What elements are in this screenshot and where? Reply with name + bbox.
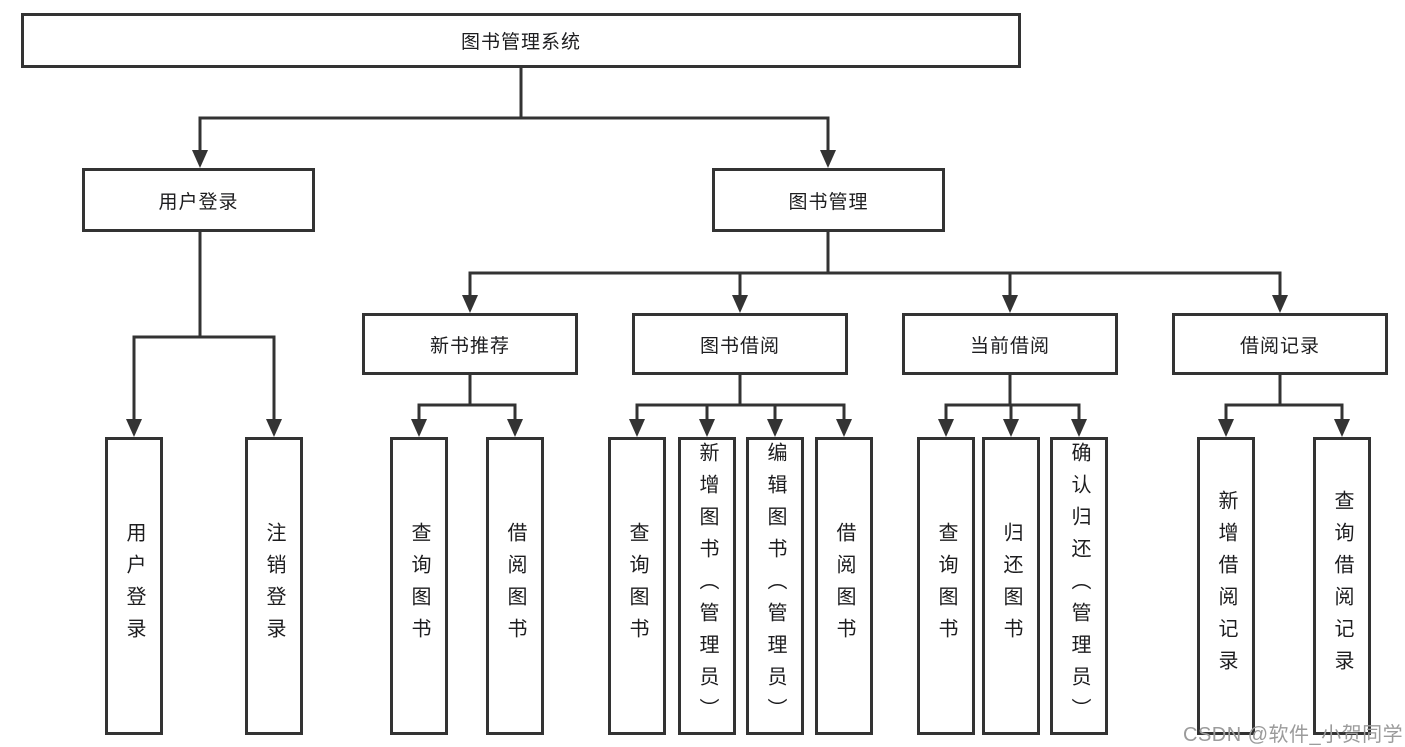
node-leaf-edit-book-admin: 编辑图书（管理员） bbox=[746, 437, 804, 735]
node-label: 借阅图书 bbox=[504, 522, 526, 650]
node-label: 新书推荐 bbox=[429, 335, 510, 357]
node-label: 查询图书 bbox=[626, 522, 648, 650]
node-new-book-recommend: 新书推荐 bbox=[362, 313, 578, 375]
node-book-management: 图书管理 bbox=[712, 168, 945, 232]
connector-new-book-to-leaves bbox=[411, 375, 523, 437]
node-leaf-query-book-3: 查询图书 bbox=[917, 437, 975, 735]
connector-root-to-level2 bbox=[192, 68, 836, 168]
node-label: 新增图书（管理员） bbox=[696, 442, 718, 730]
node-leaf-add-book-admin: 新增图书（管理员） bbox=[678, 437, 736, 735]
node-label: 用户登录 bbox=[158, 191, 239, 213]
node-label: 图书借阅 bbox=[699, 335, 780, 357]
node-leaf-query-book-1: 查询图书 bbox=[390, 437, 448, 735]
node-current-borrow: 当前借阅 bbox=[902, 313, 1118, 375]
node-label: 当前借阅 bbox=[969, 335, 1050, 357]
node-book-borrow: 图书借阅 bbox=[632, 313, 848, 375]
node-leaf-borrow-book-1: 借阅图书 bbox=[486, 437, 544, 735]
node-library-system: 图书管理系统 bbox=[21, 13, 1021, 68]
node-user-login: 用户登录 bbox=[82, 168, 315, 232]
node-label: 借阅记录 bbox=[1239, 335, 1320, 357]
node-leaf-borrow-book-2: 借阅图书 bbox=[815, 437, 873, 735]
csdn-watermark: CSDN @软件_小贺同学 bbox=[1183, 724, 1404, 746]
node-label: 图书管理系统 bbox=[460, 32, 581, 53]
connector-borrow-record-to-leaves bbox=[1218, 375, 1350, 437]
node-label: 查询图书 bbox=[408, 522, 430, 650]
connector-book-mgmt-to-level3 bbox=[462, 232, 1288, 313]
connector-current-borrow-to-leaves bbox=[938, 375, 1087, 437]
node-label: 图书管理 bbox=[788, 191, 869, 213]
node-label: 借阅图书 bbox=[833, 522, 855, 650]
node-leaf-query-borrow-record: 查询借阅记录 bbox=[1313, 437, 1371, 735]
connector-book-borrow-to-leaves bbox=[629, 375, 852, 437]
node-label: 查询图书 bbox=[935, 522, 957, 650]
node-label: 用户登录 bbox=[123, 522, 145, 650]
node-label: 归还图书 bbox=[1000, 522, 1022, 650]
node-leaf-add-borrow-record: 新增借阅记录 bbox=[1197, 437, 1255, 735]
node-borrow-record: 借阅记录 bbox=[1172, 313, 1388, 375]
node-leaf-logout: 注销登录 bbox=[245, 437, 303, 735]
node-leaf-query-book-2: 查询图书 bbox=[608, 437, 666, 735]
node-label: 确认归还（管理员） bbox=[1068, 442, 1090, 730]
connector-user-login-to-leaves bbox=[126, 232, 282, 437]
node-label: 编辑图书（管理员） bbox=[764, 442, 786, 730]
node-label: 新增借阅记录 bbox=[1215, 490, 1237, 682]
node-leaf-user-login: 用户登录 bbox=[105, 437, 163, 735]
node-leaf-confirm-return-admin: 确认归还（管理员） bbox=[1050, 437, 1108, 735]
node-label: 注销登录 bbox=[263, 522, 285, 650]
node-label: 查询借阅记录 bbox=[1331, 490, 1353, 682]
node-leaf-return-book: 归还图书 bbox=[982, 437, 1040, 735]
